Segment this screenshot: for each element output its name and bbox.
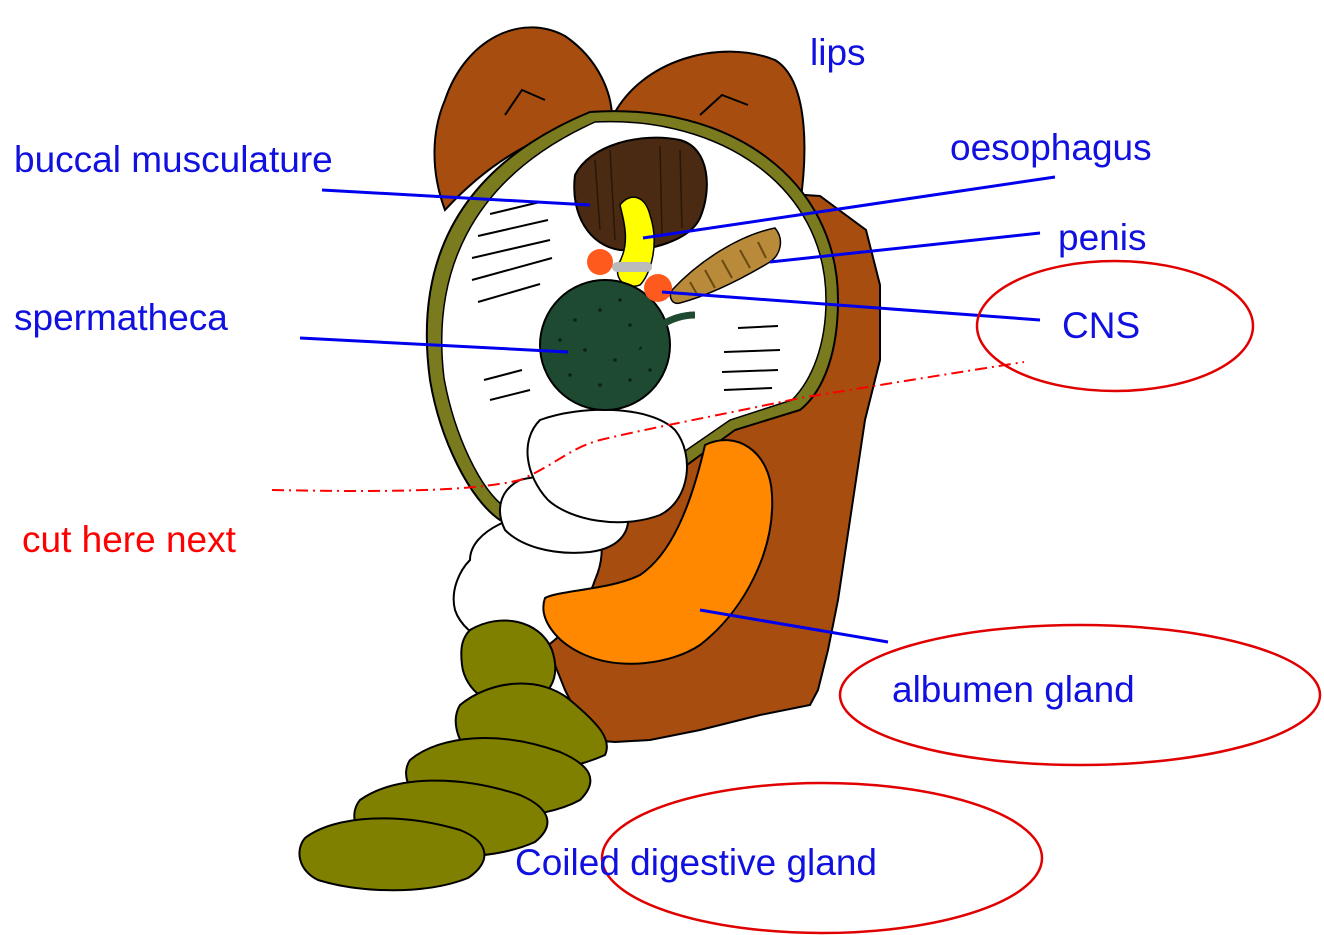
label-cns: CNS <box>1062 305 1140 346</box>
label-cut-here-next: cut here next <box>22 519 237 560</box>
label-lips: lips <box>810 32 866 73</box>
label-albumen-gland: albumen gland <box>892 669 1135 710</box>
label-spermatheca: spermatheca <box>14 297 228 338</box>
label-oesophagus: oesophagus <box>950 127 1152 168</box>
cns-ganglion-left <box>587 249 613 275</box>
label-penis: penis <box>1058 217 1146 258</box>
nerve-ring <box>612 262 652 272</box>
label-coiled-digestive-gland: Coiled digestive gland <box>515 842 877 883</box>
label-buccal-musculature: buccal musculature <box>14 139 333 180</box>
cns-ganglion-right <box>644 274 672 302</box>
